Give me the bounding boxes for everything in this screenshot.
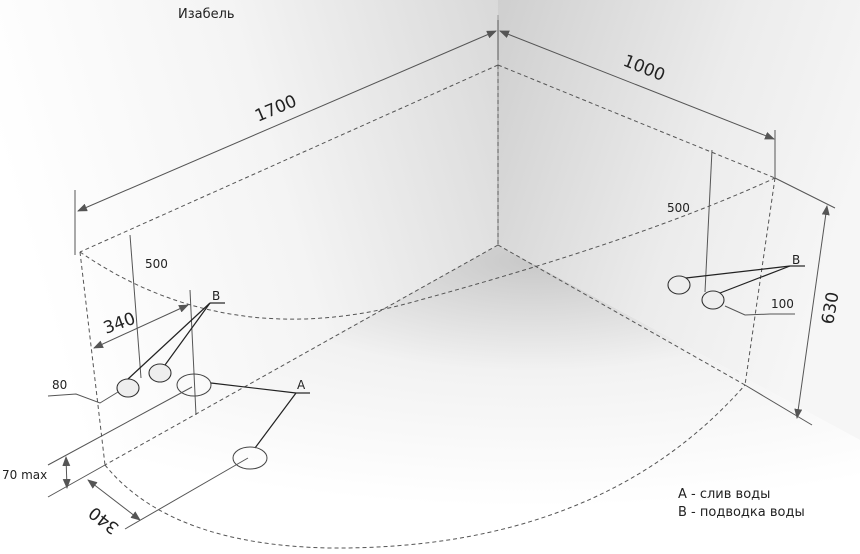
label-500-left: 500 (145, 257, 168, 271)
water-supply-hole-left-2 (148, 363, 172, 383)
water-supply-hole-right-2 (701, 290, 725, 310)
legend-b: B - подводка воды (678, 505, 805, 520)
label-500-right: 500 (667, 201, 690, 215)
water-supply-hole-right-1 (667, 275, 691, 295)
dimension-630: 630 (744, 177, 844, 426)
label-80: 80 (52, 378, 67, 392)
legend-a: A - слив воды (678, 487, 770, 502)
water-supply-hole-left-1 (116, 378, 140, 398)
marker-b-right: B (792, 253, 800, 267)
drain-hole (232, 446, 268, 470)
overflow-hole (176, 373, 212, 397)
label-70-max: 70 max (2, 468, 47, 482)
diagram-title: Изабель (178, 7, 235, 22)
label-100: 100 (771, 297, 794, 311)
marker-b-left: B (212, 289, 220, 303)
marker-a: A (297, 378, 306, 392)
